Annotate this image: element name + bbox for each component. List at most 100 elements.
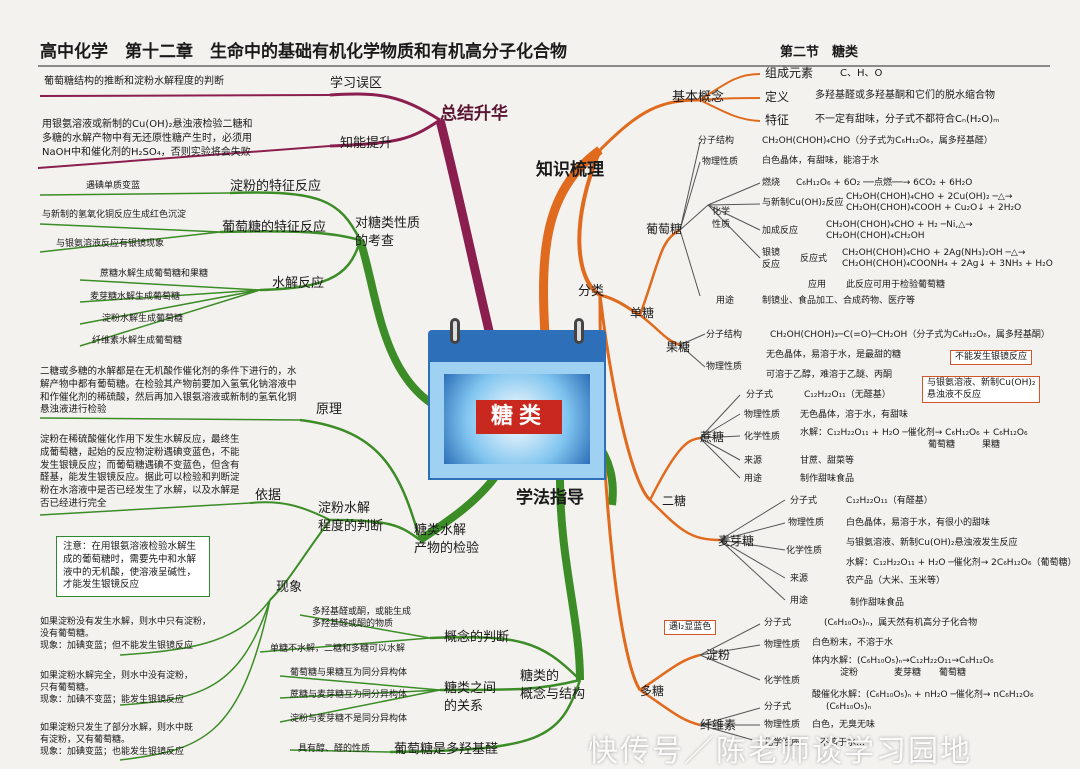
- glucose-add-key: 加成反应: [762, 226, 799, 236]
- hydro-principle: 原理: [316, 402, 343, 417]
- know-di: 二糖: [662, 494, 687, 508]
- cellulose-chem-value: 不溶于水…: [820, 738, 866, 748]
- check-hydrolysis-item: 纤维素水解生成葡萄糖: [92, 336, 183, 346]
- know-glucose: 葡萄糖: [646, 222, 683, 236]
- branch-check: 对糖类性质 的考查: [355, 216, 421, 250]
- fructose-formula-key: 分子结构: [706, 330, 743, 340]
- concept-aldehyde-item: 具有醇、醛的性质: [298, 744, 371, 754]
- sucrose-chem-key: 化学性质: [744, 432, 781, 442]
- starch-formula-key: 分子式: [764, 618, 792, 628]
- sucrose-chem-sub: 葡萄糖 果糖: [928, 440, 1001, 450]
- maltose-formula-value: C₁₂H₂₂O₁₁（有醛基）: [846, 496, 933, 506]
- know-cellulose: 纤维素: [700, 718, 737, 732]
- know-basic-key: 特征: [765, 113, 790, 127]
- calendar-ring-icon: [450, 318, 460, 344]
- concept-judge: 概念的判断: [444, 630, 510, 645]
- fructose-badge: 不能发生银镜反应: [950, 350, 1033, 365]
- glucose-use-value: 制镜业、食品加工、合成药物、医疗等: [762, 296, 916, 306]
- know-poly: 多糖: [640, 684, 665, 698]
- sucrose-use-value: 制作甜味食品: [800, 474, 855, 484]
- glucose-ag-reaction-key: 反应式: [800, 254, 828, 264]
- concept-aldehyde: 葡萄糖是多羟基醛: [394, 742, 499, 757]
- check-glucose-item: 与新制的氢氧化铜反应生成红色沉淀: [42, 210, 187, 220]
- know-basic-key: 组成元素: [765, 66, 814, 80]
- sucrose-formula-value: C₁₂H₂₂O₁₁（无醛基）: [804, 390, 891, 400]
- trunk-summary: [435, 118, 495, 337]
- concept-judge-item: 单糖不水解，二糖和多糖可以水解: [270, 644, 406, 654]
- sucrose-formula-key: 分子式: [746, 390, 774, 400]
- check-glucose-item: 与银氨溶液反应有银镜现象: [56, 239, 165, 249]
- sucrose-phys-value: 无色晶体，溶于水，有甜味: [800, 410, 909, 420]
- starch-formula-value: (C₆H₁₀O₅)ₙ，属天然有机高分子化合物: [824, 618, 978, 628]
- glucose-burn-key: 燃烧: [762, 178, 781, 188]
- summary-ability-text: 用银氨溶液或新制的Cu(OH)₂悬浊液检验二糖和 多糖的水解产物中有无还原性糖产…: [42, 119, 253, 158]
- glucose-cu-key: 与新制Cu(OH)₂反应: [762, 198, 844, 208]
- maltose-phys-key: 物理性质: [788, 518, 825, 528]
- glucose-add-value: CH₂OH(CHOH)₄CHO + H₂ ─Ni,△→ CH₂OH(CHOH)₄…: [826, 220, 973, 242]
- sucrose-src-value: 甘蔗、甜菜等: [800, 456, 855, 466]
- maltose-chem-value: 与银氨溶液、新制Cu(OH)₂悬浊液发生反应: [846, 538, 1018, 548]
- cellulose-phys-value: 白色，无臭无味: [812, 720, 876, 730]
- hydro-judge: 淀粉水解 程度的判断: [318, 501, 384, 535]
- calendar-ring-icon: [574, 318, 584, 344]
- glucose-formula-value: CH₂OH(CHOH)₄CHO（分子式为C₆H₁₂O₆，属多羟基醛）: [762, 136, 993, 146]
- branch-summary: 总结升华: [440, 104, 508, 124]
- branch-method: 学法指导: [516, 488, 584, 508]
- hydro-case: 如果淀粉水解完全，则水中没有淀粉， 只有葡萄糖。 现象：加碘不变蓝；能发生银镜反…: [40, 671, 194, 706]
- glucose-phys-value: 白色晶体，有甜味，能溶于水: [762, 156, 880, 166]
- hydro-case: 如果淀粉没有发生水解，则水中只有淀粉， 没有葡萄糖。 现象：加碘变蓝；但不能发生…: [40, 617, 212, 652]
- maltose-src-key: 来源: [790, 574, 809, 584]
- hydro-phenomenon: 现象: [276, 580, 303, 595]
- starch-badge: 遇I₂显蓝色: [664, 620, 717, 635]
- check-starch-item: 遇碘单质变蓝: [86, 181, 141, 191]
- sucrose-badge: 与银氨溶液、新制Cu(OH)₂ 悬浊液不反应: [922, 376, 1041, 404]
- trunk-concept: [556, 479, 584, 681]
- know-basic-key: 定义: [765, 90, 790, 104]
- glucose-ag-value: CH₂OH(CHOH)₄CHO + 2Ag(NH₃)₂OH ─△→ CH₂OH(…: [842, 248, 1053, 270]
- concept-relation: 糖类之间 的关系: [444, 681, 497, 714]
- glucose-ag-use-value: 此反应可用于检验葡萄糖: [846, 280, 946, 290]
- glucose-ag-use-key: 应用: [808, 280, 827, 290]
- starch-chem-value: 酸催化水解：(C₆H₁₀O₅)ₙ + nH₂O ─催化剂→ nC₆H₁₂O₆: [812, 690, 1034, 700]
- summary-mistakes: 学习误区: [330, 76, 383, 91]
- glucose-chem-key: 化学 性质: [712, 207, 731, 230]
- know-basic-value: 多羟基醛或多羟基酮和它们的脱水缩合物: [815, 90, 995, 101]
- cellulose-phys-key: 物理性质: [764, 720, 801, 730]
- fructose-formula-value: CH₂OH(CHOH)₃─C(=O)─CH₂OH（分子式为C₆H₁₂O₆，属多羟…: [770, 330, 1050, 340]
- summary-mistakes-text: 葡萄糖结构的推断和淀粉水解程度的判断: [44, 76, 224, 87]
- fructose-phys-value: 可溶于乙醇，难溶于乙醚、丙酮: [766, 370, 893, 380]
- sucrose-chem-value: 水解：C₁₂H₂₂O₁₁ + H₂O ─催化剂→ C₆H₁₂O₆ + C₆H₁₂…: [800, 428, 1028, 438]
- fructose-phys-value: 无色晶体，易溶于水，是最甜的糖: [766, 350, 902, 360]
- glucose-use-key: 用途: [716, 296, 735, 306]
- maltose-formula-key: 分子式: [790, 496, 818, 506]
- page-title: 高中化学 第十二章 生命中的基础有机化学物质和有机高分子化合物: [40, 42, 567, 62]
- sucrose-phys-key: 物理性质: [744, 410, 781, 420]
- maltose-chem-key: 化学性质: [786, 546, 823, 556]
- watermark: 快传号／陈老师谈学习园地: [588, 734, 972, 769]
- know-basic: 基本概念: [672, 90, 725, 105]
- calendar-body: 糖类: [428, 360, 606, 480]
- check-hydrolysis-item: 麦芽糖水解生成葡萄糖: [90, 292, 181, 302]
- starch-chem-value: 体内水解：(C₆H₁₀O₅)ₙ→C₁₂H₂₂O₁₁→C₆H₁₂O₆: [812, 656, 994, 666]
- concept-relation-item: 蔗糖与麦芽糖互为同分异构体: [290, 690, 408, 700]
- concept-relation-item: 淀粉与麦芽糖不是同分异构体: [290, 714, 408, 724]
- check-hydrolysis-item: 蔗糖水解生成葡萄糖和果糖: [100, 269, 209, 279]
- starch-phys-key: 物理性质: [764, 640, 801, 650]
- fructose-phys-key: 物理性质: [706, 362, 743, 372]
- glucose-formula-key: 分子结构: [698, 136, 735, 146]
- check-hydrolysis: 水解反应: [272, 276, 325, 291]
- know-fructose: 果糖: [666, 340, 691, 354]
- hydro-basis: 依据: [255, 488, 282, 503]
- know-mono: 单糖: [630, 306, 655, 320]
- check-hydrolysis-item: 淀粉水解生成葡萄糖: [102, 314, 184, 324]
- cellulose-chem-key: 化学性质: [764, 738, 801, 748]
- check-glucose-feature: 葡萄糖的特征反应: [222, 220, 327, 235]
- know-sucrose: 蔗糖: [700, 430, 725, 444]
- check-starch-feature: 淀粉的特征反应: [230, 179, 322, 194]
- glucose-phys-key: 物理性质: [702, 157, 739, 167]
- hydro-basis-text: 淀粉在稀硫酸催化作用下发生水解反应，最终生成葡萄糖，起始的反应物淀粉遇碘变蓝色，…: [40, 434, 240, 510]
- branch-knowledge: 知识梳理: [536, 160, 604, 180]
- hydro-note: 注意：在用银氨溶液检验水解生成的葡萄糖时，需要先中和水解液中的无机酸，使溶液呈碱…: [56, 536, 210, 598]
